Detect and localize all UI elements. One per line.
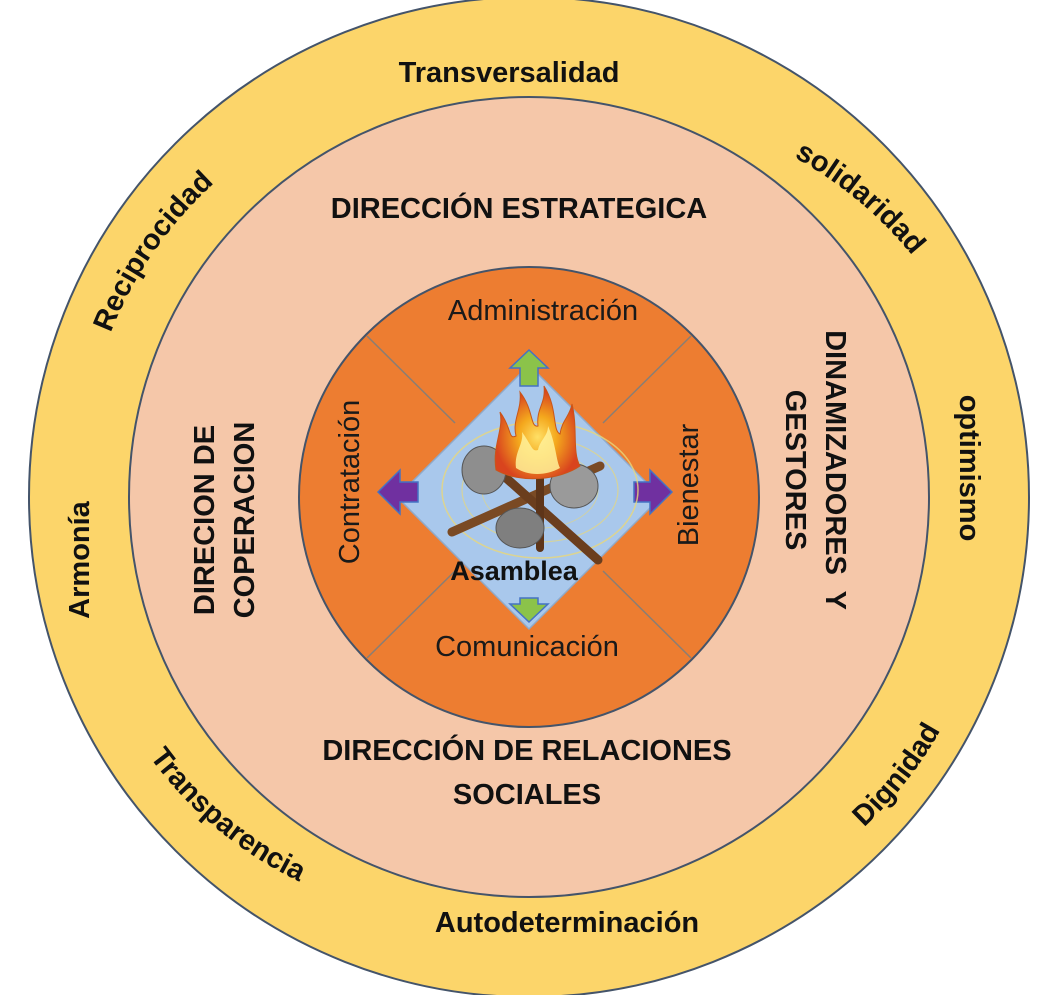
campfire-icon (441, 385, 639, 565)
value-autodeterminacion: Autodeterminación (435, 907, 699, 939)
divider-line (602, 570, 692, 659)
area-contratacion: Contratación (334, 400, 366, 564)
arrow-up-icon (508, 348, 550, 387)
divider-line (366, 335, 456, 424)
direction-social-relations-line1: DIRECCIÓN DE RELACIONES (322, 733, 731, 767)
arrow-left-icon (376, 468, 419, 516)
area-administracion: Administración (448, 295, 638, 327)
direction-cooperation-line1: DIRECION DE (189, 425, 221, 615)
center-asamblea-label: Asamblea (450, 556, 579, 586)
value-transversalidad: Transversalidad (399, 57, 620, 89)
area-bienestar: Bienestar (673, 423, 705, 546)
divider-line (602, 335, 692, 424)
value-armonia: Armonía (64, 500, 96, 619)
divider-line (366, 570, 456, 659)
value-optimismo: optimismo (953, 395, 985, 542)
direction-dynamizers-line1: DINAMIZADORES Y (819, 330, 851, 610)
arrow-right-icon (633, 468, 674, 516)
arrow-down-icon (508, 597, 550, 624)
direction-cooperation-line2: COPERACION (229, 422, 261, 619)
direction-dynamizers-line2: GESTORES (779, 390, 811, 551)
direction-social-relations-line2: SOCIALES (453, 779, 601, 811)
area-comunicacion: Comunicación (435, 631, 619, 663)
direction-dynamizers: DINAMIZADORES Y GESTORES (779, 330, 851, 610)
direction-strategic: DIRECCIÓN ESTRATEGICA (331, 191, 708, 225)
direction-cooperation: DIRECION DE COPERACION (189, 422, 261, 619)
